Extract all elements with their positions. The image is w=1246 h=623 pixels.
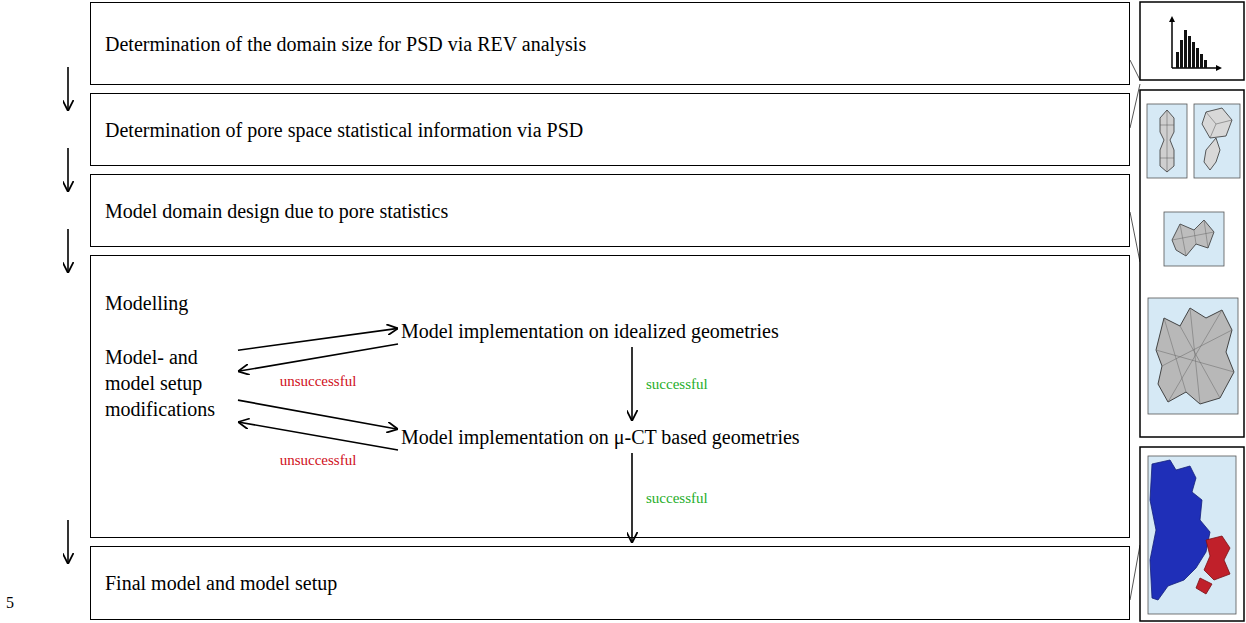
flow-arrow xyxy=(67,148,69,192)
histogram-bars xyxy=(1184,30,1187,68)
histogram-panel xyxy=(1140,2,1244,80)
flow-arrow xyxy=(631,453,633,543)
edge-label: unsuccessful xyxy=(278,373,359,390)
leader-lines xyxy=(1130,545,1140,600)
idealized-pore-throat xyxy=(1160,110,1174,172)
edge-label: successful xyxy=(644,376,710,393)
flow-arrow xyxy=(238,344,398,371)
histogram-bars xyxy=(1188,36,1191,68)
flow-arrow xyxy=(238,422,398,450)
idealized-pore-polyhedra xyxy=(1194,104,1240,178)
process-box: Determination of the domain size for PSD… xyxy=(90,2,1130,85)
idealized-pore-polyhedra xyxy=(1194,104,1240,178)
pore-mesh-small xyxy=(1164,212,1224,266)
flow-arrow xyxy=(67,67,69,111)
process-box: Determination of pore space statistical … xyxy=(90,93,1130,166)
fluid-phase-red xyxy=(1196,578,1212,594)
edge-label: unsuccessful xyxy=(278,452,359,469)
process-text: Model implementation on μ-CT based geome… xyxy=(401,424,800,450)
histogram-icon xyxy=(1169,16,1222,71)
leader-lines xyxy=(1130,212,1140,262)
pore-mesh-large xyxy=(1156,308,1234,404)
leader-lines xyxy=(1130,60,1140,600)
node-text: Model domain design due to pore statisti… xyxy=(105,198,448,224)
idealized-pore-throat xyxy=(1147,104,1187,178)
geometry-panel xyxy=(1140,90,1244,437)
leader-lines xyxy=(1130,84,1140,128)
node-text: Final model and model setup xyxy=(105,570,337,596)
node-text: Determination of pore space statistical … xyxy=(105,117,583,143)
result-panel xyxy=(1140,447,1244,621)
pore-mesh-small xyxy=(1172,220,1214,256)
edge-label: successful xyxy=(644,490,710,507)
node-text: Determination of the domain size for PSD… xyxy=(105,31,586,57)
flow-arrow xyxy=(238,328,398,350)
idealized-pore-polyhedra xyxy=(1204,138,1220,170)
idealized-pore-throat xyxy=(1147,104,1187,178)
pore-mesh-small xyxy=(1172,220,1214,256)
idealized-pore-throat xyxy=(1160,110,1174,172)
idealized-pore-polyhedra xyxy=(1206,112,1232,138)
leader-lines xyxy=(1130,60,1140,80)
process-box: Final model and model setup xyxy=(90,546,1130,620)
node-text: Model implementation on idealized geomet… xyxy=(401,318,779,344)
histogram-panel xyxy=(1140,2,1244,80)
histogram-bars xyxy=(1204,60,1207,68)
flow-arrow xyxy=(67,520,69,564)
group-heading: Modelling xyxy=(105,290,1115,316)
histogram-bars xyxy=(1192,42,1195,68)
group-box: ModellingModel- and model setup modifica… xyxy=(90,255,1130,538)
histogram-icon xyxy=(1169,16,1222,71)
histogram-bars xyxy=(1196,48,1199,68)
histogram-icon xyxy=(1171,22,1173,68)
flow-arrow xyxy=(67,229,69,273)
pore-mesh-large xyxy=(1156,308,1234,404)
process-text: Model implementation on idealized geomet… xyxy=(401,318,779,344)
flow-arrow xyxy=(238,400,398,429)
process-text: Model- and model setup modifications xyxy=(105,344,235,422)
flow-arrow xyxy=(631,347,633,421)
pore-mesh-small xyxy=(1164,212,1224,266)
result-panel xyxy=(1140,447,1244,621)
geometry-panel xyxy=(1140,90,1244,437)
line-number: 5 xyxy=(6,594,14,612)
idealized-pore-polyhedra xyxy=(1202,108,1232,138)
histogram-bars xyxy=(1180,40,1183,68)
node-text: Model- and model setup modifications xyxy=(105,344,235,422)
process-box: Model domain design due to pore statisti… xyxy=(90,174,1130,247)
histogram-bars xyxy=(1176,52,1179,68)
result-frame xyxy=(1148,456,1236,614)
histogram-bars xyxy=(1200,54,1203,68)
fluid-phase-red xyxy=(1204,536,1230,580)
histogram-bars xyxy=(1176,30,1207,68)
node-text: Model implementation on μ-CT based geome… xyxy=(401,424,800,450)
pore-mesh-large xyxy=(1148,298,1238,414)
pore-mesh-large xyxy=(1148,298,1238,414)
